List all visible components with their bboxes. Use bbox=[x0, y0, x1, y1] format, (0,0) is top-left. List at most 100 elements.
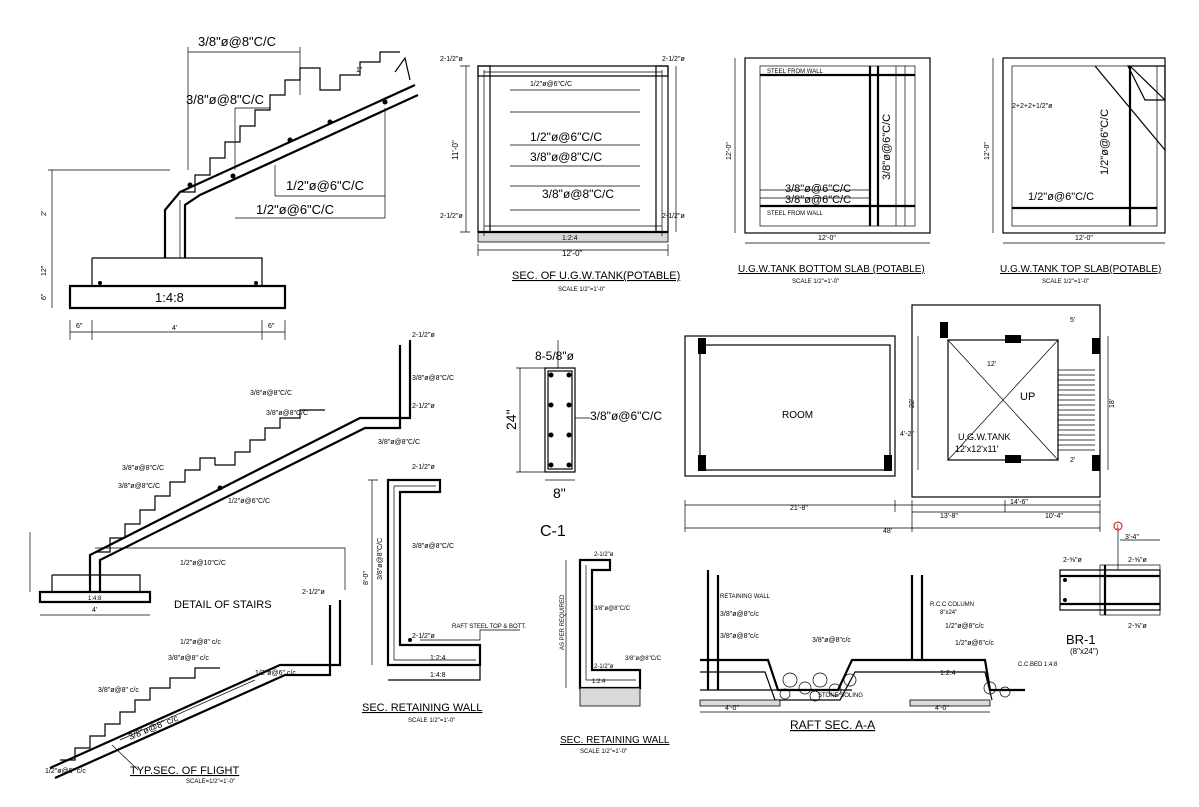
rw1-r3: 2-1/2"ø bbox=[412, 633, 435, 640]
rw2-r2: 3/8"ø@8"C/C bbox=[594, 606, 631, 612]
dos-r7: 2-1/2"ø bbox=[412, 403, 435, 410]
br1-r2: 2-⅝"ø bbox=[1128, 557, 1148, 564]
raft-col: R.C.C COLUMN bbox=[930, 602, 974, 608]
stair-riser: 1" bbox=[356, 67, 363, 74]
stair-h12: 12" bbox=[41, 265, 48, 276]
ugw-w: 12'-0" bbox=[562, 249, 583, 258]
stair-w6a: 6" bbox=[76, 323, 83, 330]
c1-w: 8" bbox=[553, 485, 566, 501]
rw1-rv: 3/8"ø@8"C/C bbox=[377, 538, 384, 580]
dos-r4: 1/2"ø@6"C/C bbox=[228, 498, 270, 505]
retaining-wall-1: 2-1/2"ø 3/8"ø@8"C/C 3/8"ø@8"C/C 2-1/2"ø … bbox=[362, 464, 526, 724]
stair-section: 3/8"ø@8"C/C 3/8"ø@8"C/C 1/2"ø@6"C/C 1/2"… bbox=[41, 34, 419, 340]
bottom-slab-plan: STEEL FROM WALL STEEL FROM WALL 3/8"ø@6"… bbox=[726, 57, 931, 285]
ugw-top-r: 2-1/2"ø bbox=[662, 56, 685, 63]
tsf-r6: 1/2"ø@8" c/c bbox=[180, 639, 221, 646]
tsf-r2: 3/8"ø@8" c/c bbox=[168, 655, 209, 662]
dos-mix: 1:4:8 bbox=[88, 596, 102, 602]
rw2-r1: 2-1/2"ø bbox=[594, 552, 614, 558]
bs-r1: 3/8"ø@6"C/C bbox=[785, 183, 851, 195]
raft-col-size: 8"x24" bbox=[940, 610, 957, 616]
plan-d12: 12' bbox=[987, 361, 996, 368]
ugw-r3: 3/8"ø@8"C/C bbox=[542, 187, 614, 201]
br1-r1: 2-⅝"ø bbox=[1063, 557, 1083, 564]
rw1-raft: RAFT STEEL TOP & BOTT. bbox=[452, 624, 526, 630]
raft-stone: STONE SOLING bbox=[818, 693, 863, 699]
rw2-scale: SCALE 1/2"=1'-0" bbox=[580, 749, 627, 755]
dos-r6: 2-1/2"ø bbox=[412, 332, 435, 339]
raft-r2: 3/8"ø@8"c/c bbox=[720, 633, 759, 640]
ugw-r2: 3/8"ø@8"C/C bbox=[530, 150, 602, 164]
rw1-m2: 1:4:8 bbox=[430, 672, 446, 679]
raft-w1: 4'-0" bbox=[725, 705, 739, 712]
ugw-mix: 1:2:4 bbox=[562, 235, 578, 242]
stair-w4: 4' bbox=[172, 325, 177, 332]
ugw-section-scale: SCALE 1/2"=1'-0" bbox=[558, 287, 605, 293]
bs-w: 12'-0" bbox=[818, 235, 836, 242]
plan-d14: 14'-6" bbox=[1010, 499, 1028, 506]
typ-flight-scale: SCALE=1/2"=1'-0" bbox=[186, 779, 235, 785]
stair-rebar-b: 1/2"ø@6"C/C bbox=[256, 202, 334, 217]
dos-r1: 3/8"ø@8"C/C bbox=[250, 390, 292, 397]
ts-h: 12'-0" bbox=[984, 142, 991, 160]
plan-d22: 22' bbox=[909, 399, 916, 408]
retaining-wall-2: 2-1/2"ø 3/8"ø@8"C/C 3/8"ø@8"C/C 2-1/2"ø … bbox=[560, 552, 670, 755]
rw1-r2: 3/8"ø@8"C/C bbox=[412, 543, 454, 550]
ugw-section-title: SEC. OF U.G.W.TANK(POTABLE) bbox=[512, 270, 680, 282]
top-slab-plan: 2+2+2+1/2"ø 1/2"ø@6"C/C 1/2"ø@6"C/C 12'-… bbox=[984, 57, 1166, 285]
br1-r3: 2-⅝"ø bbox=[1128, 623, 1148, 630]
bs-steel-top: STEEL FROM WALL bbox=[767, 69, 824, 75]
plan-d-total: 48' bbox=[883, 528, 892, 535]
typ-section-flight: 2-1/2"ø 1/2"ø@8" c/c 3/8"ø@8" c/c 1/2"ø@… bbox=[45, 589, 342, 785]
ts-r1: 1/2"ø@6"C/C bbox=[1028, 191, 1094, 203]
rw2-title: SEC. RETAINING WALL bbox=[560, 735, 670, 746]
ugw-r1: 1/2"ø@6"C/C bbox=[530, 130, 602, 144]
c1-h: 24" bbox=[503, 409, 519, 430]
raft-r5: 1/2"ø@6"c/c bbox=[955, 640, 994, 647]
rw1-m1: 1:2:4 bbox=[430, 655, 446, 662]
c1-ties: 3/8"ø@6"C/C bbox=[590, 409, 662, 423]
dos-r3: 3/8"ø@8"C/C bbox=[122, 465, 164, 472]
tsf-r4: 1/2"ø@6" c/c bbox=[255, 670, 296, 677]
c1-bars: 8-5/8"ø bbox=[535, 349, 575, 363]
bs-h: 12'-0" bbox=[726, 142, 733, 160]
plan-tank-size: 12'x12'x11' bbox=[955, 444, 999, 454]
tsf-r3: 3/8"ø@8" c/c bbox=[98, 687, 139, 694]
dos-r10: 3/8"ø@8"C/C bbox=[378, 439, 420, 446]
plan-d13: 13'-8" bbox=[940, 513, 958, 520]
rw2-r3: 3/8"ø@8"C/C bbox=[625, 656, 662, 662]
ts-rv: 1/2"ø@6"C/C bbox=[1099, 109, 1111, 175]
dos-r5: 1/2"ø@10"C/C bbox=[180, 560, 226, 567]
raft-section-aa: RETAINING WALL 3/8"ø@8"c/c 3/8"ø@8"c/c 3… bbox=[699, 570, 1058, 732]
stair-mix: 1:4:8 bbox=[155, 290, 184, 305]
rw1-h: 8'-0" bbox=[363, 571, 370, 585]
bottom-slab-title: U.G.W.TANK BOTTOM SLAB (POTABLE) bbox=[738, 264, 925, 275]
plan-d18: 18' bbox=[1109, 399, 1116, 408]
dos-r2: 3/8"ø@8"C/C bbox=[266, 410, 308, 417]
bs-steel-bot: STEEL FROM WALL bbox=[767, 211, 824, 217]
detail-of-stairs-title: DETAIL OF STAIRS bbox=[174, 599, 272, 611]
raft-w2: 4'-0" bbox=[935, 705, 949, 712]
dos-r8: 3/8"ø@8"C/C bbox=[118, 483, 160, 490]
stair-mid-rebar: 3/8"ø@8"C/C bbox=[186, 92, 264, 107]
br1-title: BR-1 bbox=[1066, 632, 1096, 647]
stair-rebar-a: 1/2"ø@6"C/C bbox=[286, 178, 364, 193]
rw1-scale: SCALE 1/2"=1'-0" bbox=[408, 718, 455, 724]
raft-r3: 3/8"ø@8"c/c bbox=[812, 637, 851, 644]
raft-r4: 1/2"ø@8"c/c bbox=[945, 623, 984, 630]
raft-r1: 3/8"ø@8"c/c bbox=[720, 611, 759, 618]
raft-title: RAFT SEC. A-A bbox=[790, 718, 875, 732]
rw2-r4: 2-1/2"ø bbox=[594, 664, 614, 670]
ugw-top-l: 2-1/2"ø bbox=[440, 56, 463, 63]
br1-span: 3'-4" bbox=[1125, 534, 1139, 541]
rw2-v: AS PER REQUIRED bbox=[560, 594, 566, 650]
beam-br1: 1 3'-4" 2-⅝"ø 2-⅝"ø 2-⅝"ø BR-1 (8"x24") bbox=[1059, 521, 1161, 656]
rw1-r1: 2-1/2"ø bbox=[412, 464, 435, 471]
plan-d4: 4'-2" bbox=[900, 431, 914, 438]
dos-w: 4' bbox=[92, 607, 97, 614]
raft-bed: C.C.BED 1:4:8 bbox=[1018, 662, 1058, 668]
stair-top-rebar: 3/8"ø@8"C/C bbox=[198, 34, 276, 49]
ugw-bot-l: 2-1/2"ø bbox=[440, 213, 463, 220]
plan-d5: 5' bbox=[1070, 317, 1075, 324]
